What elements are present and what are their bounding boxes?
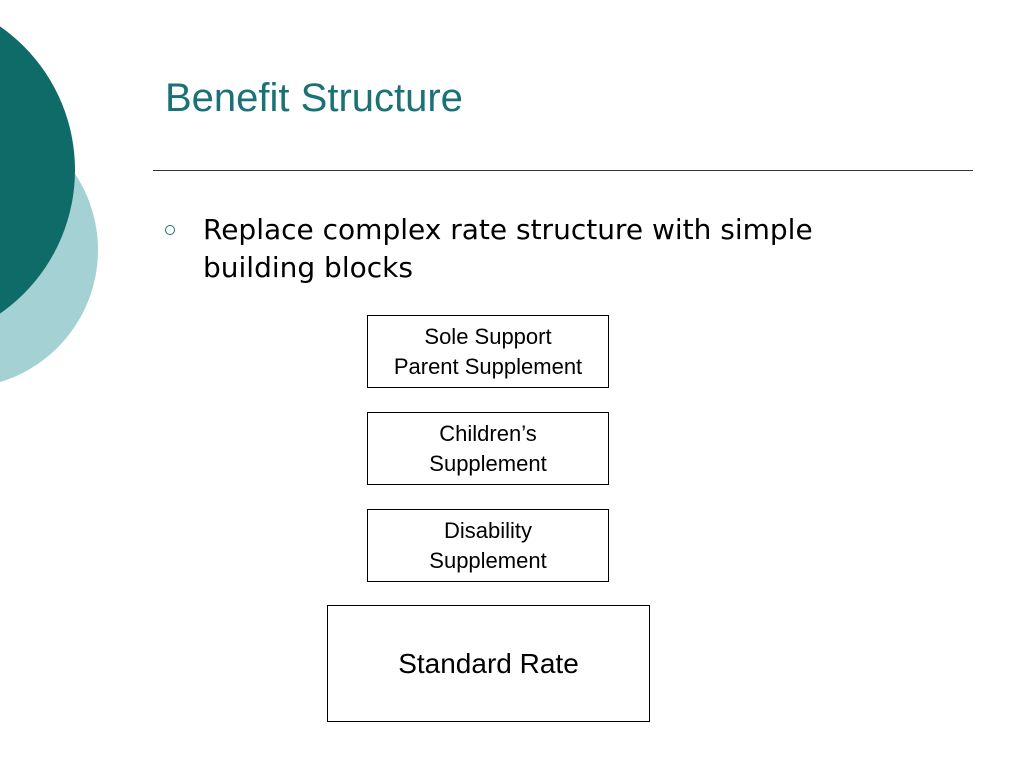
title-divider (153, 170, 973, 171)
block-label-line: Sole Support (424, 323, 552, 349)
hollow-circle-bullet-icon (165, 225, 175, 235)
block-sole-support-parent-supplement: Sole Support Parent Supplement (367, 315, 609, 388)
block-label-line: Children’s (439, 420, 537, 446)
block-label-line: Parent Supplement (393, 353, 583, 379)
block-standard-rate: Standard Rate (327, 605, 650, 722)
block-label-line: Supplement (429, 450, 547, 476)
block-disability-supplement: Disability Supplement (367, 509, 609, 582)
decorative-circles (0, 26, 98, 383)
block-label-line: Standard Rate (398, 647, 579, 679)
block-childrens-supplement: Children’s Supplement (367, 412, 609, 485)
block-label-line: Supplement (429, 547, 547, 573)
slide-title: Benefit Structure (165, 76, 463, 120)
block-label-line: Disability (443, 517, 533, 543)
bullet-text: Replace complex rate structure with simp… (203, 213, 813, 284)
decor-dark-circle (0, 26, 75, 314)
